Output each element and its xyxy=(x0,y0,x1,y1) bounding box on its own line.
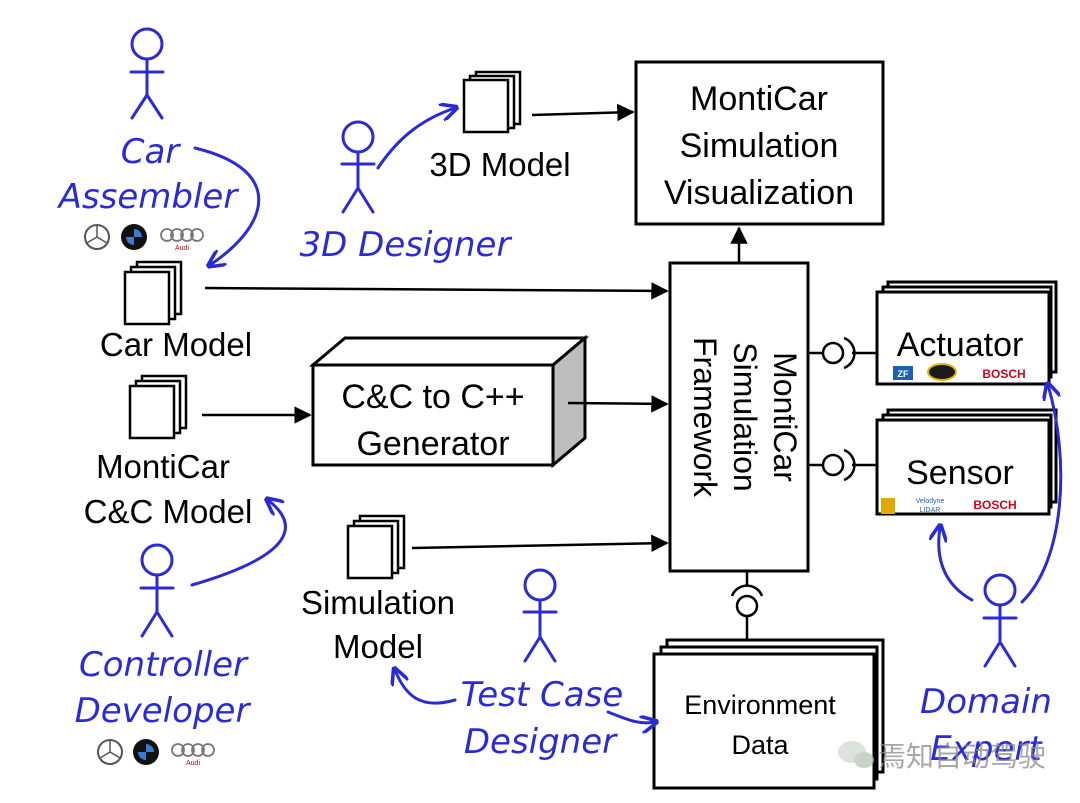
actuator-label: Actuator xyxy=(897,326,1024,364)
framework-box: MontiCar Simulation Framework xyxy=(668,261,810,573)
svg-text:Audi: Audi xyxy=(175,245,189,252)
domain-expert-to-actuator-arrow xyxy=(1020,385,1063,604)
visualization-label-2: Simulation xyxy=(680,127,839,165)
audi-logo: Audi xyxy=(160,228,204,252)
actuator-interface xyxy=(808,336,877,370)
cc-model-icon xyxy=(128,374,188,440)
domain-expert-to-sensor-arrow xyxy=(939,527,974,602)
audi-logo-2: Audi xyxy=(171,743,215,767)
simulation-model-label-1: Simulation xyxy=(301,584,455,621)
hella-logo xyxy=(927,363,957,381)
test-case-designer-label-1: Test Case xyxy=(461,675,624,715)
test-case-designer-actor xyxy=(522,568,558,663)
domain-expert-label-1: Domain xyxy=(920,682,1052,722)
car-assembler-actor xyxy=(129,27,165,120)
bmw-logo xyxy=(121,224,147,250)
bmw-logo-2 xyxy=(133,739,159,765)
cc-model-label-2: C&C Model xyxy=(84,493,253,530)
framework-label-1: MontiCar xyxy=(767,352,803,482)
controller-developer-label-2: Developer xyxy=(75,691,252,731)
environment-box: Environment Data xyxy=(652,638,885,790)
test-case-designer-label-2: Designer xyxy=(464,722,618,762)
watermark: 焉知自动驾驶 xyxy=(838,740,1046,773)
watermark-text: 焉知自动驾驶 xyxy=(878,740,1046,773)
velodyne-logo-2: LIDAR xyxy=(920,507,941,514)
sensor-label: Sensor xyxy=(906,454,1014,492)
visualization-label-1: MontiCar xyxy=(690,80,828,118)
car-model-label: Car Model xyxy=(100,326,252,363)
framework-label-2: Simulation xyxy=(727,342,763,491)
simulation-model-to-framework-arrow xyxy=(411,534,669,553)
model-3d-icon xyxy=(462,70,522,134)
car-assembler-label-1: Car xyxy=(121,132,182,172)
cc-model-label-1: MontiCar xyxy=(96,448,230,485)
designer-3d-actor xyxy=(340,120,376,214)
generator-to-framework-arrow xyxy=(567,395,669,413)
controller-developer-arrow xyxy=(190,500,287,587)
framework-label-3: Framework xyxy=(687,337,723,498)
simulation-model-label-2: Model xyxy=(333,628,423,665)
environment-label-2: Data xyxy=(731,730,789,760)
sensor-box: Sensor Velodyne LIDAR BOSCH xyxy=(875,408,1058,516)
designer-3d-arrow xyxy=(376,108,455,170)
shell-logo xyxy=(881,498,895,514)
bosch-logo-actuator: BOSCH xyxy=(982,367,1025,381)
sensor-interface xyxy=(808,448,877,482)
generator-label-1: C&C to C++ xyxy=(341,378,524,416)
environment-label-1: Environment xyxy=(684,690,836,720)
svg-text:Audi: Audi xyxy=(186,760,200,767)
actuator-box: Actuator ZF BOSCH xyxy=(875,280,1058,386)
simulation-model-icon xyxy=(346,514,406,580)
generator-label-2: Generator xyxy=(356,425,509,463)
environment-interface xyxy=(730,571,764,640)
controller-developer-label-1: Controller xyxy=(79,645,249,685)
mercedes-logo xyxy=(84,224,110,250)
mercedes-logo-2 xyxy=(97,739,123,765)
car-assembler-label-2: Assembler xyxy=(57,177,240,217)
domain-expert-actor xyxy=(982,573,1018,668)
designer-3d-label: 3D Designer xyxy=(300,225,513,265)
test-case-to-environment-arrow xyxy=(606,710,655,723)
velodyne-logo-1: Velodyne xyxy=(916,498,945,505)
car-assembler-arrow xyxy=(193,146,261,265)
zf-logo xyxy=(893,366,913,380)
test-case-to-simulation-arrow xyxy=(395,670,457,705)
model-3d-to-visualization-arrow xyxy=(531,103,635,122)
controller-developer-actor xyxy=(139,543,175,638)
visualization-box: MontiCar Simulation Visualization xyxy=(634,60,885,226)
svg-text:ZF: ZF xyxy=(898,369,909,379)
generator-box: C&C to C++ Generator xyxy=(308,334,590,469)
car-model-icon xyxy=(123,260,183,326)
model-3d-label: 3D Model xyxy=(429,146,570,183)
bosch-logo-sensor: BOSCH xyxy=(973,498,1016,512)
visualization-label-3: Visualization xyxy=(664,174,854,212)
car-model-to-framework-arrow xyxy=(204,282,669,300)
domain-expert-label-2: Expert xyxy=(930,729,1043,769)
